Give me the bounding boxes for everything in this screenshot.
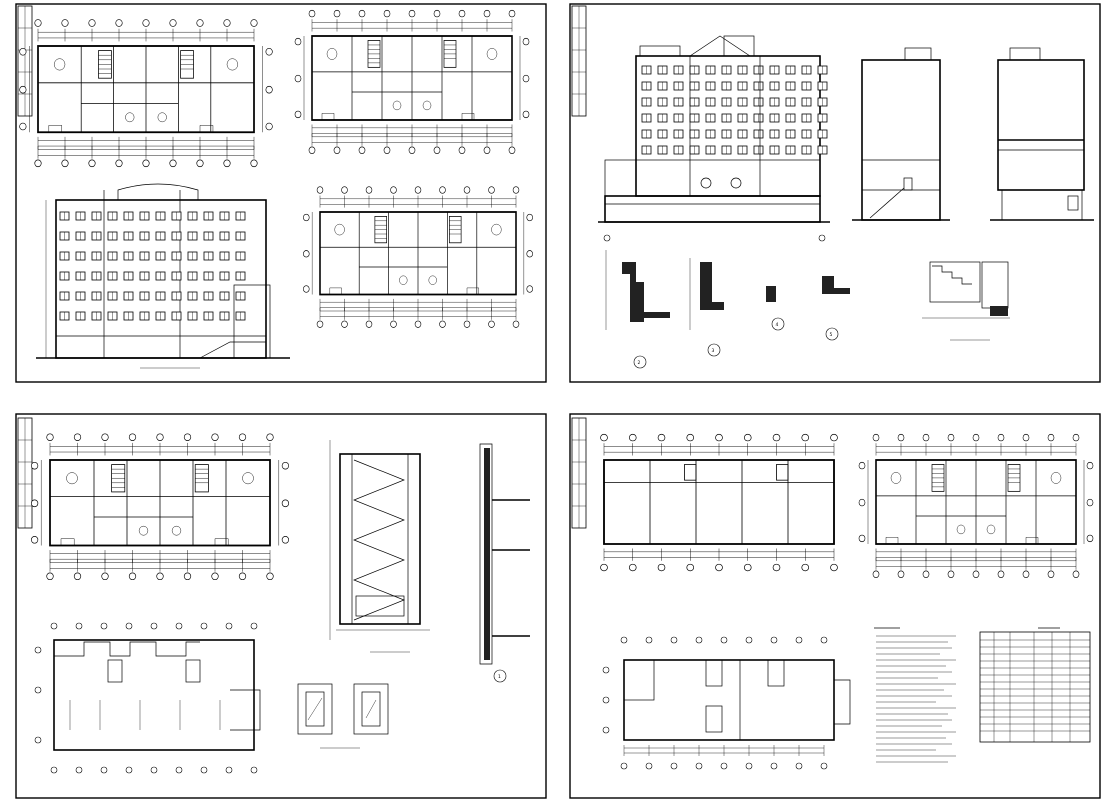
sheet-bottom-right (569, 413, 1101, 799)
sheet-top-left (15, 3, 547, 383)
stair-section (329, 440, 430, 653)
side-elevation-1 (852, 47, 950, 221)
sheet-bottom-left: 1 (15, 413, 547, 799)
front-elevation (36, 183, 290, 369)
door-window-schedule (979, 627, 1091, 743)
detail-label-5: 5 (830, 332, 833, 338)
detail-label-2: 2 (638, 360, 641, 366)
design-notes (874, 627, 956, 763)
wall-section-strip: 1 (479, 443, 530, 683)
window-details (297, 683, 389, 749)
detail-label-1: 1 (498, 674, 501, 680)
sheet-top-right (569, 3, 1101, 383)
side-elevation-2 (990, 47, 1094, 221)
detail-label-3: 3 (712, 348, 715, 354)
ground-floor-plan (602, 636, 851, 770)
floor-plan-5 (600, 433, 838, 572)
main-elevation (598, 35, 830, 242)
roof-plan (34, 622, 261, 774)
wall-details (605, 250, 850, 369)
stair-section-detail (922, 261, 1010, 341)
detail-label-4: 4 (776, 322, 779, 328)
